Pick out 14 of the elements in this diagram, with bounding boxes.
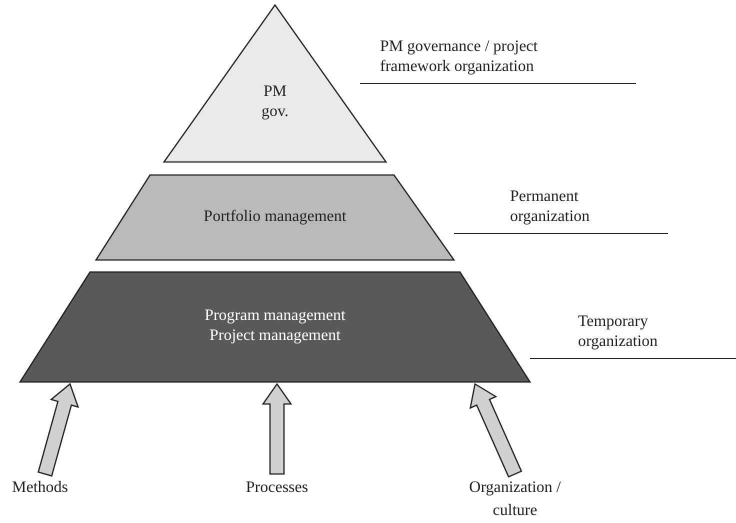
block-arrow: [38, 382, 80, 477]
layer-label: PM gov.: [260, 82, 290, 122]
layer-label: Portfolio management: [202, 207, 348, 227]
input-label: Processes: [237, 476, 317, 499]
level-label: PM governance / project framework organization: [360, 37, 636, 84]
layer-label: Program management Project management: [204, 306, 346, 346]
block-arrow: [262, 382, 292, 475]
level-label: Temporary organization: [530, 312, 736, 359]
input-label: Methods: [5, 476, 75, 499]
level-label: Permanent organization: [454, 187, 668, 234]
trapezoid-layer: [20, 272, 530, 382]
input-label: Organization / culture: [450, 476, 580, 522]
trapezoid-layer: [96, 175, 454, 260]
block-arrow: [469, 382, 522, 478]
